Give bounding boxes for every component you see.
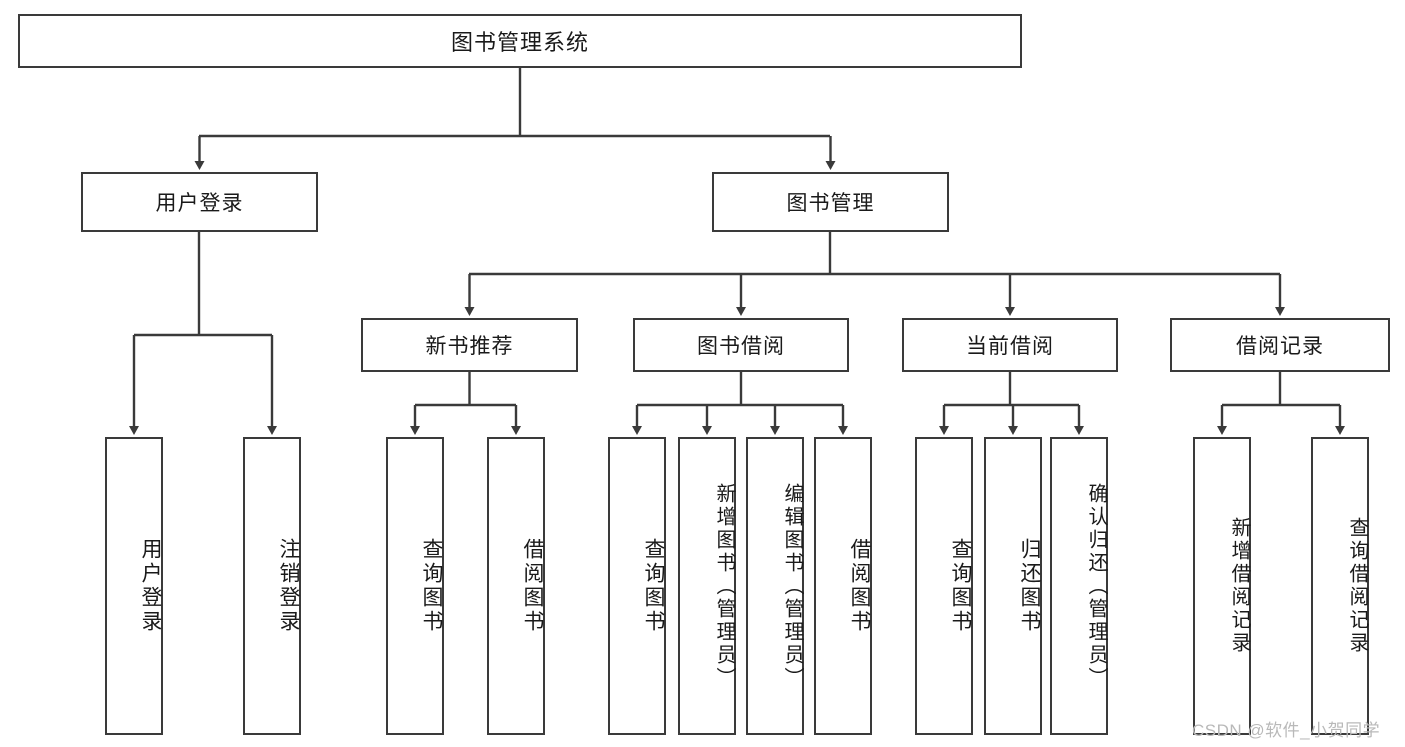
node-label: 编辑图书（管理员） [781, 482, 803, 690]
node-leaf-query-record[interactable]: 查询借阅记录 [1311, 437, 1369, 735]
node-label: 借阅图书 [848, 538, 871, 634]
node-label: 查询借阅记录 [1346, 517, 1368, 655]
node-current-borrow[interactable]: 当前借阅 [902, 318, 1118, 372]
node-leaf-query-book-1[interactable]: 查询图书 [386, 437, 444, 735]
node-leaf-user-login[interactable]: 用户登录 [105, 437, 163, 735]
watermark-label: CSDN @软件_小贺同学 [1192, 721, 1381, 740]
node-label: 注销登录 [277, 538, 300, 634]
node-label: 新增借阅记录 [1228, 517, 1250, 655]
node-new-book-recommend[interactable]: 新书推荐 [361, 318, 578, 372]
node-leaf-user-logout[interactable]: 注销登录 [243, 437, 301, 735]
node-leaf-borrow-book-2[interactable]: 借阅图书 [814, 437, 872, 735]
node-label: 当前借阅 [966, 335, 1054, 358]
node-book-borrow[interactable]: 图书借阅 [633, 318, 849, 372]
node-label: 图书管理 [786, 192, 875, 215]
node-leaf-add-book[interactable]: 新增图书（管理员） [678, 437, 736, 735]
node-user-login[interactable]: 用户登录 [81, 172, 318, 232]
node-leaf-edit-book[interactable]: 编辑图书（管理员） [746, 437, 804, 735]
node-label: 确认归还（管理员） [1085, 482, 1107, 690]
node-leaf-query-book-2[interactable]: 查询图书 [608, 437, 666, 735]
node-root[interactable]: 图书管理系统 [18, 14, 1022, 68]
node-label: 查询图书 [642, 538, 665, 634]
node-label: 归还图书 [1018, 538, 1041, 634]
node-label: 新增图书（管理员） [713, 482, 735, 690]
node-leaf-add-record[interactable]: 新增借阅记录 [1193, 437, 1251, 735]
node-label: 用户登录 [139, 538, 162, 634]
node-label: 图书管理系统 [450, 30, 589, 55]
node-label: 新书推荐 [425, 335, 514, 358]
node-leaf-query-book-3[interactable]: 查询图书 [915, 437, 973, 735]
node-label: 查询图书 [420, 538, 443, 634]
node-leaf-return-book[interactable]: 归还图书 [984, 437, 1042, 735]
node-book-manage[interactable]: 图书管理 [712, 172, 949, 232]
node-leaf-borrow-book-1[interactable]: 借阅图书 [487, 437, 545, 735]
node-label: 用户登录 [155, 192, 244, 215]
node-borrow-record[interactable]: 借阅记录 [1170, 318, 1390, 372]
node-leaf-confirm-return[interactable]: 确认归还（管理员） [1050, 437, 1108, 735]
node-label: 查询图书 [949, 538, 972, 634]
node-label: 借阅记录 [1236, 335, 1324, 358]
node-label: 借阅图书 [521, 538, 544, 634]
node-label: 图书借阅 [697, 335, 785, 358]
